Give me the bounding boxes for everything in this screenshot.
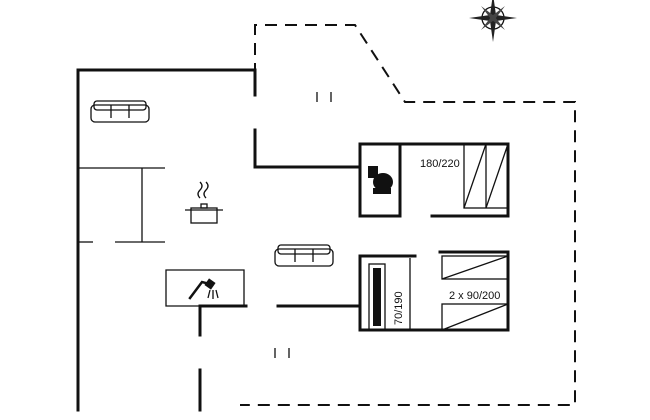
bed-size-label: 180/220 (420, 158, 460, 170)
terrace-outline (240, 24, 576, 406)
sofa-icon (274, 244, 334, 267)
shower-icon (188, 278, 219, 300)
extra-bed-size-label: 70/190 (393, 291, 405, 325)
toilet-icon (368, 166, 393, 194)
double-bed (463, 143, 509, 209)
cooking-pot-icon (185, 181, 223, 224)
walls (76, 68, 510, 412)
compass-rose-icon (469, 0, 517, 42)
kitchen-counter (165, 269, 245, 307)
sofa-icon (90, 100, 150, 123)
bed-size-label: 2 x 90/200 (449, 290, 500, 302)
wardrobe (368, 258, 411, 331)
twin-beds (441, 255, 509, 331)
